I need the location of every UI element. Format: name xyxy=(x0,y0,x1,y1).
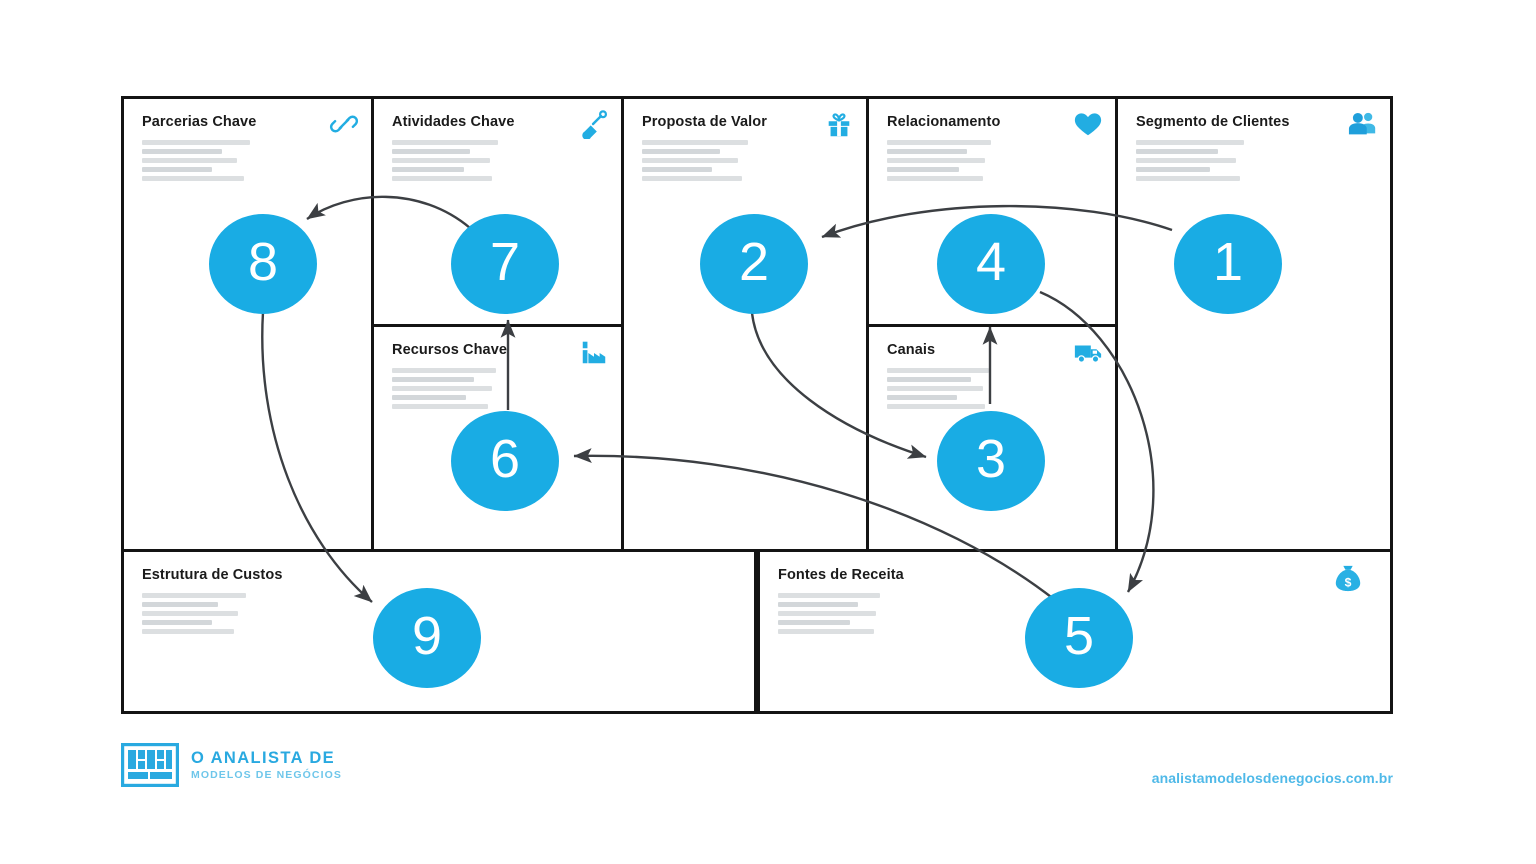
truck-icon xyxy=(1073,337,1103,367)
cost-structure-placeholder-lines xyxy=(124,584,754,634)
sequence-bubble-8[interactable]: 8 xyxy=(209,214,317,314)
sequence-bubble-4[interactable]: 4 xyxy=(937,214,1045,314)
channels-title: Canais xyxy=(887,342,936,358)
canvas-grid-logo-icon xyxy=(120,742,180,788)
sequence-bubble-5[interactable]: 5 xyxy=(1025,588,1133,688)
sequence-bubble-1[interactable]: 1 xyxy=(1174,214,1282,314)
website-url[interactable]: analistamodelosdenegocios.com.br xyxy=(1151,770,1393,786)
key-partners-header: Parcerias Chave xyxy=(124,99,371,133)
key-resources-placeholder-lines xyxy=(374,359,621,409)
value-proposition-header: Proposta de Valor xyxy=(624,99,866,137)
factory-icon xyxy=(579,337,609,367)
customer-relationships-placeholder-lines xyxy=(869,131,1115,181)
sequence-bubble-8-label: 8 xyxy=(247,232,279,292)
people-icon xyxy=(1348,109,1378,139)
sequence-bubble-6[interactable]: 6 xyxy=(451,411,559,511)
key-resources-header: Recursos Chave xyxy=(374,327,621,364)
canvas-block-value-proposition[interactable]: Proposta de Valor xyxy=(624,99,869,549)
value-proposition-title: Proposta de Valor xyxy=(642,114,767,130)
sequence-bubble-2-label: 2 xyxy=(738,232,770,292)
cost-structure-header: Estrutura de Custos xyxy=(124,552,754,584)
canvas-block-key-partners[interactable]: Parcerias Chave xyxy=(124,99,374,549)
key-activities-header: Atividades Chave xyxy=(374,99,621,139)
key-activities-title: Atividades Chave xyxy=(392,114,515,130)
sequence-bubble-4-label: 4 xyxy=(975,232,1007,292)
chain-link-icon xyxy=(329,109,359,139)
brand-logo[interactable]: O ANALISTA DE MODELOS DE NEGÓCIOS xyxy=(120,742,342,788)
customer-segments-title: Segmento de Clientes xyxy=(1136,114,1290,130)
key-activities-placeholder-lines xyxy=(374,131,621,181)
sequence-bubble-9-label: 9 xyxy=(411,606,443,666)
shovel-icon xyxy=(579,109,609,139)
key-partners-placeholder-lines xyxy=(124,131,371,181)
sequence-bubble-7-label: 7 xyxy=(489,232,521,292)
canvas-block-customer-segments[interactable]: Segmento de Clientes xyxy=(1118,99,1390,549)
brand-logo-text: O ANALISTA DE MODELOS DE NEGÓCIOS xyxy=(191,749,342,782)
brand-name-line1: O ANALISTA DE xyxy=(191,748,336,767)
brand-name-line2: MODELOS DE NEGÓCIOS xyxy=(191,768,342,781)
sequence-bubble-1-label: 1 xyxy=(1212,232,1244,292)
customer-relationships-header: Relacionamento xyxy=(869,99,1115,136)
svg-text:$: $ xyxy=(1345,575,1352,589)
customer-relationships-title: Relacionamento xyxy=(887,114,1001,130)
business-model-canvas-grid: Parcerias Chave Atividades Chave xyxy=(121,96,1393,714)
sequence-bubble-5-label: 5 xyxy=(1063,606,1095,666)
customer-segments-placeholder-lines xyxy=(1118,131,1390,181)
key-resources-title: Recursos Chave xyxy=(392,342,508,358)
key-partners-title: Parcerias Chave xyxy=(142,114,257,130)
revenue-streams-header: Fontes de Receita $ xyxy=(760,552,1390,592)
revenue-streams-title: Fontes de Receita xyxy=(778,567,904,583)
heart-icon xyxy=(1073,109,1103,139)
sequence-bubble-7[interactable]: 7 xyxy=(451,214,559,314)
sequence-bubble-9[interactable]: 9 xyxy=(373,588,481,688)
gift-icon xyxy=(824,109,854,139)
customer-segments-header: Segmento de Clientes xyxy=(1118,99,1390,135)
sequence-bubble-3-label: 3 xyxy=(975,429,1007,489)
sequence-bubble-2[interactable]: 2 xyxy=(700,214,808,314)
sequence-bubble-6-label: 6 xyxy=(489,429,521,489)
money-bag-icon: $ xyxy=(1333,562,1363,594)
value-proposition-placeholder-lines xyxy=(624,131,866,181)
sequence-bubble-3[interactable]: 3 xyxy=(937,411,1045,511)
cost-structure-title: Estrutura de Custos xyxy=(142,567,283,583)
channels-header: Canais xyxy=(869,327,1115,363)
